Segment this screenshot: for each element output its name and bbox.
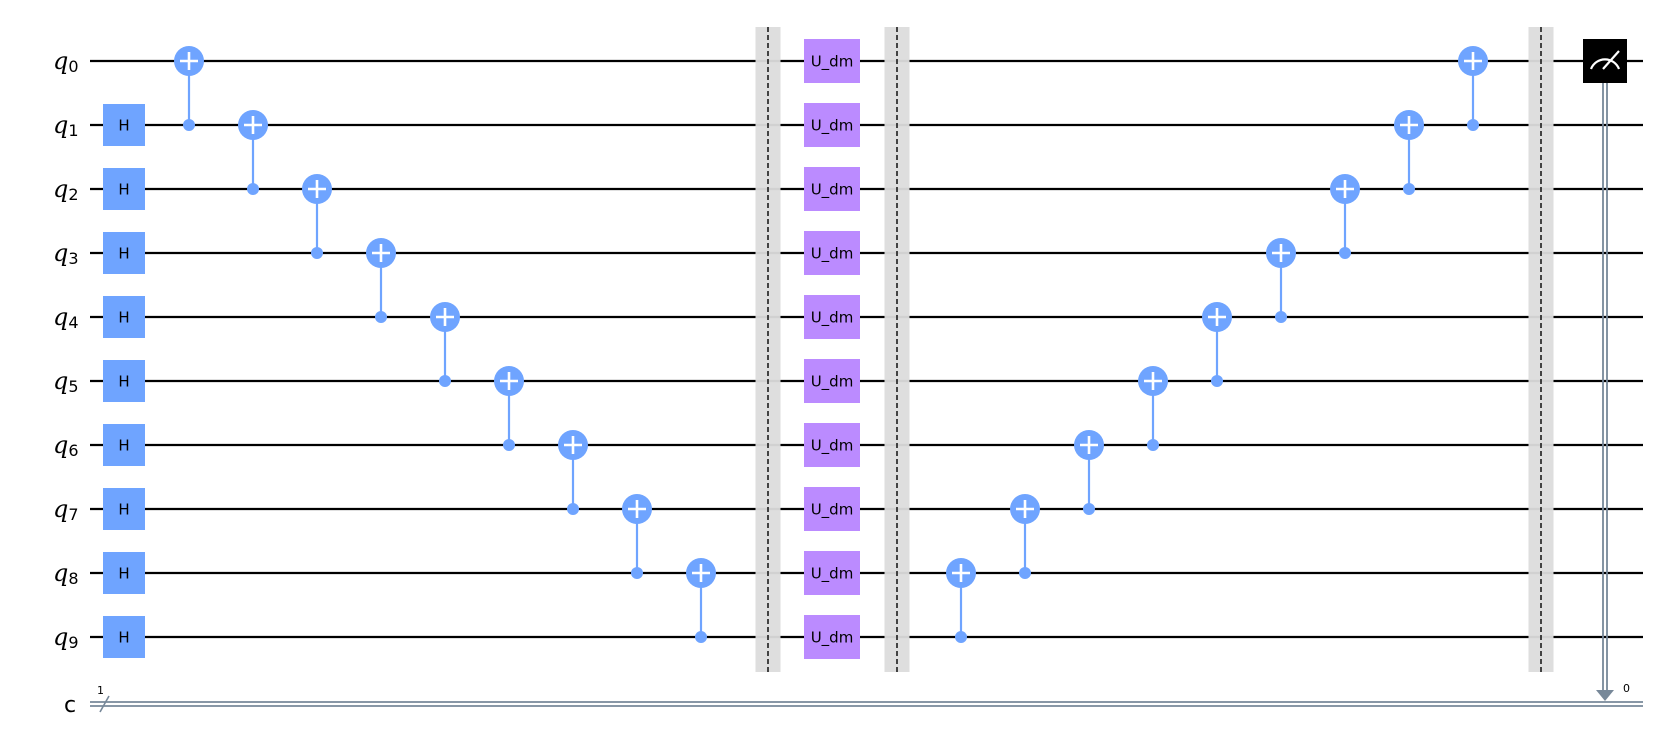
qubit-label-q0: q0 bbox=[53, 47, 79, 76]
u-dm-gate-q3 bbox=[804, 231, 860, 275]
cnot-a-8-control-dot-icon bbox=[695, 631, 707, 643]
u-dm-gate-label: U_dm bbox=[811, 629, 854, 648]
qubit-label-q2: q2 bbox=[53, 175, 79, 204]
h-gate-q3 bbox=[103, 232, 145, 274]
qubit-label-q7: q7 bbox=[53, 495, 79, 524]
cnot-b-0-control-dot-icon bbox=[955, 631, 967, 643]
cnot-a-0-control-dot-icon bbox=[183, 119, 195, 131]
bus-slash-icon bbox=[99, 695, 110, 713]
register-labels: q0 q1 q2 q3 q4 q5 q6 q7 q8 q9 1 c 0 bbox=[53, 47, 1630, 718]
barriers bbox=[755, 27, 1554, 672]
h-gate-label: H bbox=[118, 309, 129, 327]
u-dm-gate-q0 bbox=[804, 39, 860, 83]
h-gate-q6 bbox=[103, 424, 145, 466]
h-gate-q1 bbox=[103, 104, 145, 146]
u-dm-gate-label: U_dm bbox=[811, 181, 854, 200]
cnot-b-1-control-dot-icon bbox=[1019, 567, 1031, 579]
h-gate-label: H bbox=[118, 629, 129, 647]
u-dm-gate-q5 bbox=[804, 359, 860, 403]
cnot-b-3-control-dot-icon bbox=[1147, 439, 1159, 451]
measure-gate bbox=[1583, 39, 1627, 83]
u-dm-gate-label: U_dm bbox=[811, 437, 854, 456]
h-gate-q2 bbox=[103, 168, 145, 210]
h-gate-q9 bbox=[103, 616, 145, 658]
qubit-label-q8: q8 bbox=[53, 559, 79, 588]
h-gate-label: H bbox=[118, 437, 129, 455]
cnot-b-8-control-dot-icon bbox=[1467, 119, 1479, 131]
cnot-b-4-control-dot-icon bbox=[1211, 375, 1223, 387]
u-dm-gate-label: U_dm bbox=[811, 245, 854, 264]
cnot-b-5-control-dot-icon bbox=[1275, 311, 1287, 323]
u-dm-gate-q8 bbox=[804, 551, 860, 595]
cnot-a-2-control-dot-icon bbox=[311, 247, 323, 259]
h-gate-label: H bbox=[118, 181, 129, 199]
u-dm-gate-label: U_dm bbox=[811, 53, 854, 72]
u-dm-gate-q7 bbox=[804, 487, 860, 531]
u-dm-gate-q6 bbox=[804, 423, 860, 467]
qubit-label-q6: q6 bbox=[53, 431, 79, 460]
classical-register-label: c bbox=[64, 693, 76, 718]
cnot-a-5-control-dot-icon bbox=[503, 439, 515, 451]
u-dm-gate-q4 bbox=[804, 295, 860, 339]
measure-arrow-icon bbox=[1596, 690, 1614, 701]
u-dm-gate-label: U_dm bbox=[811, 501, 854, 520]
h-gate-label: H bbox=[118, 245, 129, 263]
h-gate-q7 bbox=[103, 488, 145, 530]
meter-needle-icon bbox=[1602, 50, 1620, 70]
qubit-label-q9: q9 bbox=[53, 623, 79, 652]
u-dm-gate-label: U_dm bbox=[811, 373, 854, 392]
h-gate-q4 bbox=[103, 296, 145, 338]
u-dm-gate-q9 bbox=[804, 615, 860, 659]
cnot-a-6-control-dot-icon bbox=[567, 503, 579, 515]
cnot-a-1-control-dot-icon bbox=[247, 183, 259, 195]
gates: HHHHHHHHHU_dmU_dmU_dmU_dmU_dmU_dmU_dmU_d… bbox=[103, 39, 1627, 701]
classical-wire bbox=[90, 695, 1643, 713]
u-dm-gate-label: U_dm bbox=[811, 565, 854, 584]
cnot-b-2-control-dot-icon bbox=[1083, 503, 1095, 515]
qubit-label-q1: q1 bbox=[53, 111, 79, 140]
u-dm-gate-label: U_dm bbox=[811, 309, 854, 328]
classical-width-label: 1 bbox=[97, 684, 104, 697]
qubit-wires bbox=[90, 59, 1643, 639]
meter-arc-icon bbox=[1589, 58, 1621, 70]
h-gate-label: H bbox=[118, 373, 129, 391]
h-gate-label: H bbox=[118, 565, 129, 583]
cnot-a-3-control-dot-icon bbox=[375, 311, 387, 323]
qubit-label-q3: q3 bbox=[53, 239, 79, 268]
h-gate-q5 bbox=[103, 360, 145, 402]
h-gate-q8 bbox=[103, 552, 145, 594]
cnot-a-7-control-dot-icon bbox=[631, 567, 643, 579]
u-dm-gate-label: U_dm bbox=[811, 117, 854, 136]
cnot-b-7-control-dot-icon bbox=[1403, 183, 1415, 195]
measure-clbit-label: 0 bbox=[1623, 682, 1630, 695]
u-dm-gate-q2 bbox=[804, 167, 860, 211]
h-gate-label: H bbox=[118, 501, 129, 519]
h-gate-label: H bbox=[118, 117, 129, 135]
qubit-label-q5: q5 bbox=[53, 367, 79, 396]
qubit-label-q4: q4 bbox=[53, 303, 79, 332]
u-dm-gate-q1 bbox=[804, 103, 860, 147]
cnot-b-6-control-dot-icon bbox=[1339, 247, 1351, 259]
cnot-a-4-control-dot-icon bbox=[439, 375, 451, 387]
